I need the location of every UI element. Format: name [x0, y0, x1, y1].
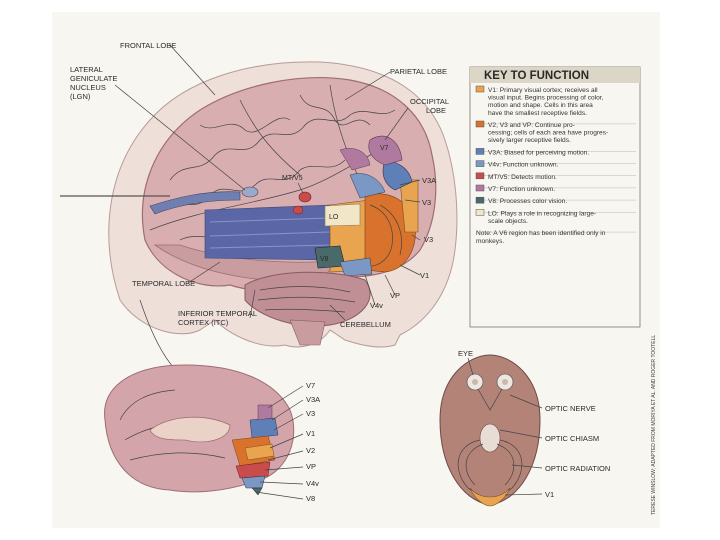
key-color-swatch — [476, 121, 484, 127]
key-entry-text: visual input. Begins processing of color… — [488, 95, 604, 102]
lgn-label-line1: LATERAL — [70, 65, 103, 74]
key-entry-text: monkeys. — [476, 238, 504, 245]
lgn-label-line3: NUCLEUS — [70, 83, 106, 92]
key-entry-text: LO: Plays a role in recognizing large- — [488, 210, 596, 217]
medial-v8-label: V8 — [306, 494, 315, 503]
frontal-lobe-label: FRONTAL LOBE — [120, 41, 176, 50]
mt-v5-label: MT/V5 — [282, 175, 303, 182]
medial-vp-label: VP — [306, 462, 316, 471]
key-title: KEY TO FUNCTION — [484, 70, 589, 82]
key-entry-text: cessing; cells of each area have progres… — [488, 130, 608, 137]
optic-nerve-label: OPTIC NERVE — [545, 404, 596, 413]
side-credit: TERESE WINSLOW; ADAPTED FROM MORIYA ET A… — [651, 335, 657, 515]
v3a-label: V3A — [422, 176, 436, 185]
medial-v3-label: V3 — [306, 409, 315, 418]
key-entry-text: V8: Processes color vision. — [488, 198, 567, 205]
vp-lateral-label: VP — [390, 291, 400, 300]
key-entry-text: V7: Function unknown. — [488, 186, 555, 193]
key-color-swatch — [476, 197, 484, 203]
v1-lateral-label: V1 — [420, 271, 429, 280]
itc-label-line2: CORTEX (ITC) — [178, 318, 229, 327]
function-key-box: KEY TO FUNCTION V1: Primary visual corte… — [470, 67, 640, 327]
optic-chiasm-label: OPTIC CHIASM — [545, 434, 599, 443]
key-color-swatch — [476, 161, 484, 167]
v3-lower-label: V3 — [424, 235, 433, 244]
temporal-lobe-label: TEMPORAL LOBE — [132, 279, 195, 288]
lgn-label-line2: GENICULATE — [70, 74, 117, 83]
itc-label-line1: INFERIOR TEMPORAL — [178, 309, 257, 318]
v7-lateral-label: V7 — [380, 145, 389, 152]
key-color-swatch — [476, 185, 484, 191]
key-entry-text: V1: Primary visual cortex; receives all — [488, 87, 598, 94]
key-entry-text: V3A: Biased for perceiving motion. — [488, 149, 589, 156]
key-entry-text: MT/V5: Detects motion. — [488, 174, 557, 181]
optic-radiation-label: OPTIC RADIATION — [545, 464, 610, 473]
v8-area-tag: V8 — [320, 256, 329, 263]
parietal-lobe-label: PARIETAL LOBE — [390, 67, 447, 76]
key-entry-text: V2, V3 and VP: Continue pro- — [488, 122, 575, 129]
lo-area-tag: LO — [329, 214, 339, 221]
eye-label: EYE — [458, 349, 473, 358]
cerebellum-label: CEREBELLUM — [340, 320, 391, 329]
medial-v3a-label: V3A — [306, 395, 320, 404]
key-color-swatch — [476, 148, 484, 154]
v4v-lateral-label: V4v — [370, 301, 383, 310]
medial-v7-label: V7 — [306, 381, 315, 390]
key-entry-text: V4v: Function unknown. — [488, 162, 559, 169]
key-color-swatch — [476, 86, 484, 92]
medial-v4v-label: V4v — [306, 479, 319, 488]
occipital-lobe-label-line2: LOBE — [426, 106, 446, 115]
key-entry-text: Note: A V6 region has been identified on… — [476, 230, 606, 237]
key-color-swatch — [476, 173, 484, 179]
v3-upper-label: V3 — [422, 198, 431, 207]
lgn-label-line4: (LGN) — [70, 92, 91, 101]
key-entry-text: have the smallest receptive fields. — [488, 110, 587, 117]
medial-v2-label: V2 — [306, 446, 315, 455]
key-entry-text: sively larger receptive fields. — [488, 137, 571, 144]
occipital-lobe-label-line1: OCCIPITAL — [410, 97, 449, 106]
medial-v1-label: V1 — [306, 429, 315, 438]
key-entry-text: scale objects. — [488, 218, 528, 225]
v1-ventral-label: V1 — [545, 490, 554, 499]
key-entry-text: motion and shape. Cells in this area — [488, 102, 593, 109]
key-color-swatch — [476, 209, 484, 215]
